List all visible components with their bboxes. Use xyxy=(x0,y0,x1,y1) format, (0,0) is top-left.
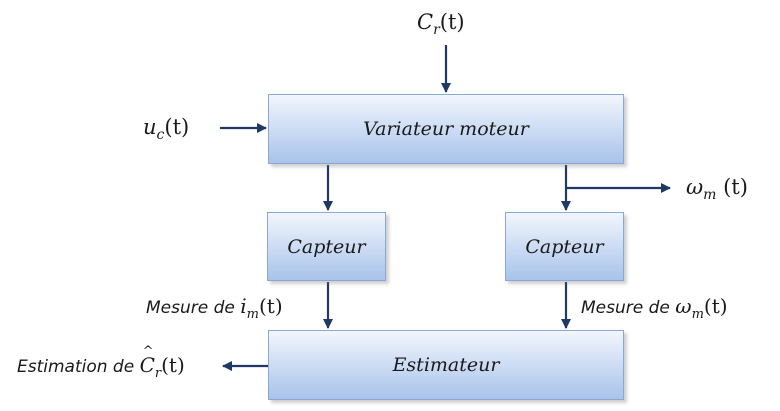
output-estimation-symbol: C xyxy=(140,344,155,377)
measurement-im-arg: (t) xyxy=(259,294,283,318)
signal-uc: uc(t) xyxy=(143,115,189,143)
signal-wm-sub: m xyxy=(703,187,717,203)
measurement-im: Mesure de im(t) xyxy=(146,294,283,322)
block-capteur-right-label: Capteur xyxy=(525,235,604,258)
measurement-im-prefix: Mesure de xyxy=(146,298,241,318)
signal-uc-symbol: u xyxy=(143,115,157,139)
block-estimateur: Estimateur xyxy=(268,330,624,400)
output-estimation-prefix: Estimation de xyxy=(17,357,140,377)
block-capteur-right: Capteur xyxy=(505,212,624,281)
block-variateur-moteur: Variateur moteur xyxy=(268,94,624,164)
block-estimateur-label: Estimateur xyxy=(392,354,500,376)
signal-cr: Cr(t) xyxy=(417,10,465,38)
block-capteur-left: Capteur xyxy=(267,212,386,281)
measurement-wm-symbol: ω xyxy=(675,294,692,318)
output-estimation-cr: Estimation de Cr(t) xyxy=(17,344,185,381)
output-estimation-sub: r xyxy=(154,366,162,381)
measurement-wm-sub: m xyxy=(691,307,704,322)
signal-wm-symbol: ω xyxy=(686,175,704,199)
block-capteur-left-label: Capteur xyxy=(287,235,366,258)
measurement-wm: Mesure de ωm(t) xyxy=(581,294,728,322)
signal-uc-sub: c xyxy=(156,127,165,143)
output-estimation-arg: (t) xyxy=(161,353,185,377)
measurement-im-symbol: i xyxy=(240,294,247,318)
block-variateur-label: Variateur moteur xyxy=(363,118,529,140)
signal-cr-arg: (t) xyxy=(439,10,465,34)
signal-cr-sub: r xyxy=(433,22,440,38)
measurement-wm-arg: (t) xyxy=(703,294,728,318)
signal-wm-arg: (t) xyxy=(716,175,748,199)
signal-wm: ωm (t) xyxy=(686,175,748,203)
signal-uc-arg: (t) xyxy=(164,115,190,139)
measurement-im-sub: m xyxy=(246,307,259,322)
signal-cr-symbol: C xyxy=(417,10,434,34)
measurement-wm-prefix: Mesure de xyxy=(581,298,676,318)
